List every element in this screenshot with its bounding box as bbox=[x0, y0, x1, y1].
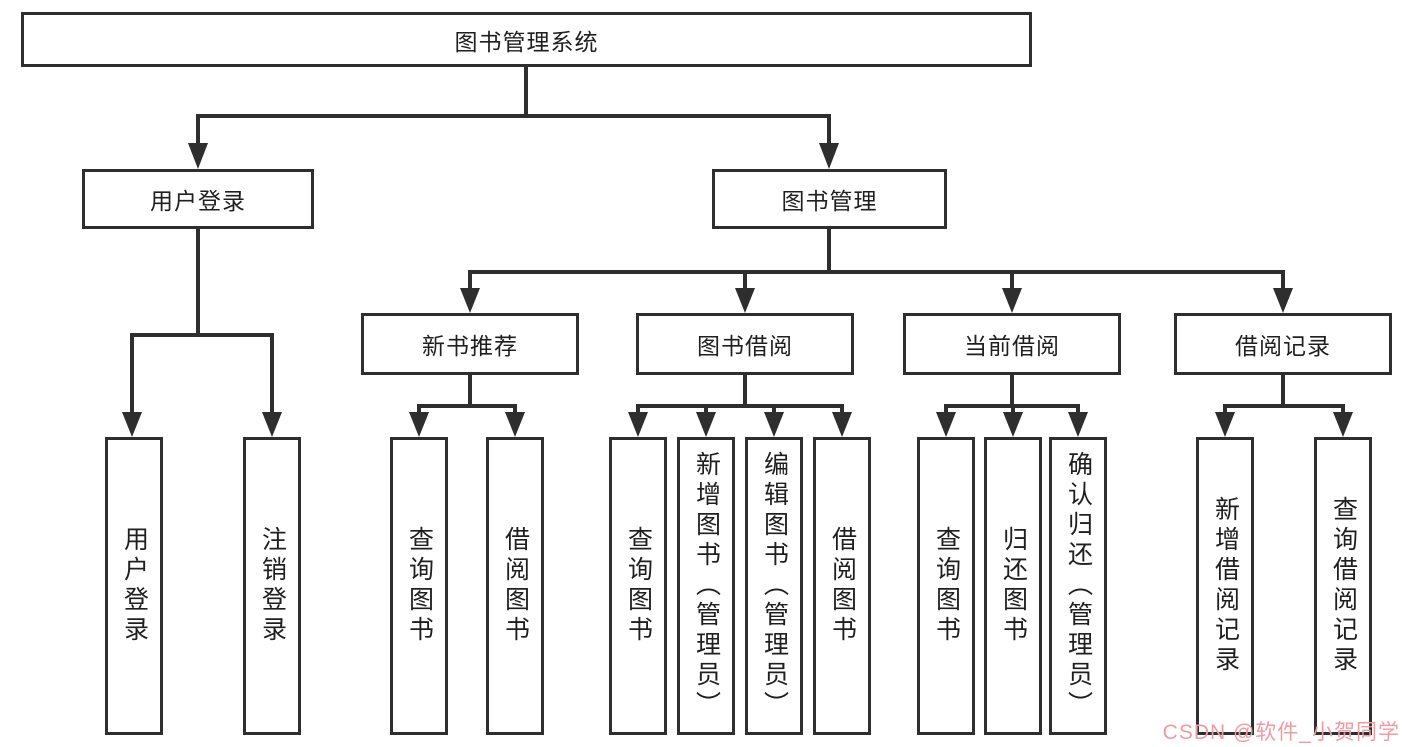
leaf-add-borrow-record: 新增借阅记录 bbox=[1196, 437, 1254, 735]
node-book-mgmt: 图书管理 bbox=[712, 169, 947, 229]
leaf-label: 用户登录 bbox=[120, 526, 149, 646]
node-current-borrow: 当前借阅 bbox=[903, 313, 1121, 375]
connector-book-mgmt-branch bbox=[460, 229, 1293, 313]
leaf-logout: 注销登录 bbox=[243, 437, 301, 735]
leaf-return-book: 归还图书 bbox=[984, 437, 1042, 735]
node-label: 借阅记录 bbox=[1235, 333, 1331, 359]
node-root-label: 图书管理系统 bbox=[454, 28, 599, 55]
node-label: 新书推荐 bbox=[422, 333, 518, 359]
leaf-label: 借阅图书 bbox=[828, 526, 857, 646]
leaf-label: 查询图书 bbox=[624, 526, 653, 646]
leaf-label: 注销登录 bbox=[258, 526, 287, 646]
leaf-label: 新增图书（管理员） bbox=[692, 451, 721, 721]
node-user-login: 用户登录 bbox=[82, 169, 314, 229]
leaf-borrow-book-1: 借阅图书 bbox=[486, 437, 544, 735]
node-root: 图书管理系统 bbox=[21, 12, 1032, 67]
leaf-query-book-1: 查询图书 bbox=[390, 437, 448, 735]
leaf-edit-book-admin: 编辑图书（管理员） bbox=[745, 437, 803, 735]
leaf-label: 查询借阅记录 bbox=[1329, 496, 1358, 676]
node-label: 当前借阅 bbox=[964, 333, 1060, 359]
connector-borrow-group bbox=[628, 375, 852, 437]
leaf-confirm-return-admin: 确认归还（管理员） bbox=[1049, 437, 1107, 735]
connector-new-book-group bbox=[409, 375, 525, 437]
leaf-borrow-book-2: 借阅图书 bbox=[813, 437, 871, 735]
node-borrow-record: 借阅记录 bbox=[1174, 313, 1392, 375]
leaf-query-borrow-record: 查询借阅记录 bbox=[1314, 437, 1372, 735]
connector-root-to-level1 bbox=[188, 67, 839, 169]
leaf-user-login: 用户登录 bbox=[105, 437, 163, 735]
connector-user-login-branch bbox=[122, 229, 282, 437]
node-label: 图书管理 bbox=[781, 188, 878, 214]
leaf-query-book-3: 查询图书 bbox=[917, 437, 975, 735]
node-label: 用户登录 bbox=[150, 188, 246, 214]
node-book-borrow: 图书借阅 bbox=[636, 313, 854, 375]
node-new-book-recommend: 新书推荐 bbox=[361, 313, 579, 375]
leaf-label: 查询图书 bbox=[932, 526, 961, 646]
connector-current-borrow-group bbox=[936, 375, 1088, 437]
leaf-label: 借阅图书 bbox=[501, 526, 530, 646]
connector-record-group bbox=[1215, 375, 1353, 437]
leaf-label: 查询图书 bbox=[405, 526, 434, 646]
leaf-label: 归还图书 bbox=[999, 526, 1028, 646]
leaf-label: 确认归还（管理员） bbox=[1064, 451, 1093, 721]
leaf-add-book-admin: 新增图书（管理员） bbox=[677, 437, 735, 735]
leaf-label: 编辑图书（管理员） bbox=[760, 451, 789, 721]
node-label: 图书借阅 bbox=[697, 333, 793, 359]
leaf-label: 新增借阅记录 bbox=[1211, 496, 1240, 676]
leaf-query-book-2: 查询图书 bbox=[609, 437, 667, 735]
